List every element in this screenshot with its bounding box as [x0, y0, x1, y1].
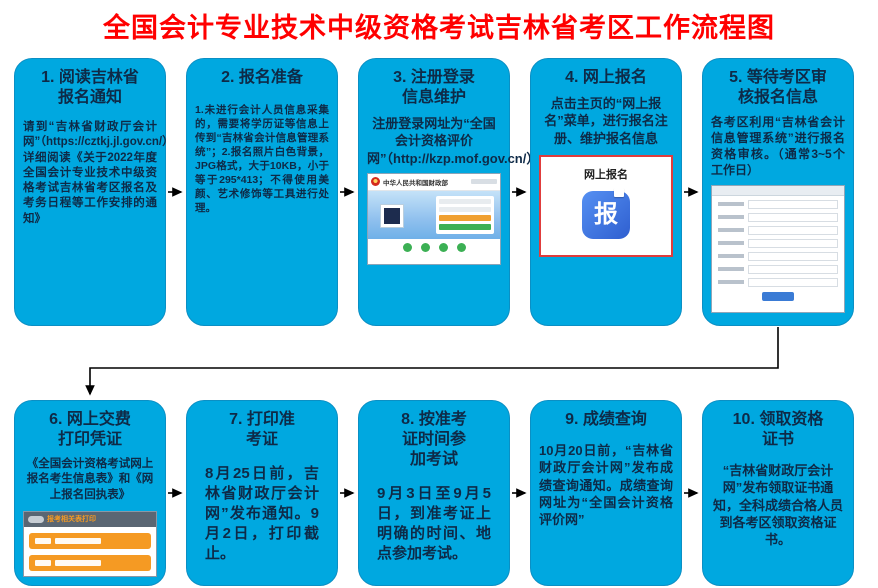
barcode-mark: [35, 559, 51, 566]
step-6-title: 6. 网上交费 打印凭证: [49, 411, 131, 448]
step-6-body: 《全国会计资格考试网上报名考生信息表》和《网上报名回执表》: [26, 458, 154, 501]
step-8-box: 8. 按准考 证时间参 加考试 9月3日至9月5日，到准考证上明确的时间、地点参…: [358, 400, 510, 586]
step-2-body: 1.未进行会计人员信息采集的，需要将学历证等信息上传到“吉林省会计信息管理系统”…: [195, 104, 329, 214]
link-icon: [420, 243, 430, 253]
step-7-box: 7. 打印准 考证 8月25日前，吉林省财政厅会计网”发布通知。9月2日，打印截…: [186, 400, 338, 586]
app-icon-character: 报: [594, 200, 618, 228]
print-forms-screenshot: 报考相关表打印: [23, 510, 157, 577]
baoming-app-icon: 报: [582, 187, 630, 239]
step-8-body: 9月3日至9月5日，到准考证上明确的时间、地点参加考试。: [377, 485, 491, 562]
step-4-box: 4. 网上报名 点击主页的“网上报名”菜单，进行报名注册、维护报名信息 网上报名…: [530, 58, 682, 326]
login-button: [439, 223, 491, 230]
login-panel: [436, 195, 494, 234]
step-5-body: 各考区利用“吉林省会计信息管理系统”进行报名资格审核。（通常3~5个工作日）: [711, 115, 845, 177]
step-10-body: “吉林省财政厅会计网”发布领取证书通知，全科成绩合格人员到各考区领取资格证书。: [712, 463, 843, 548]
page-title: 全国会计专业技术中级资格考试吉林省考区工作流程图: [103, 13, 775, 43]
step-7-title: 7. 打印准 考证: [229, 411, 295, 448]
step-3-box: 3. 注册登录 信息维护 注册登录网址为“全国会计资格评价网”（http://k…: [358, 58, 540, 326]
form-name-mark: [55, 559, 101, 566]
back-button-placeholder: [28, 515, 44, 523]
online-registration-screenshot: 网上报名 报: [539, 154, 673, 257]
national-emblem-icon: [371, 177, 380, 187]
form-row: [718, 238, 838, 248]
step-2-box: 2. 报名准备 1.未进行会计人员信息采集的，需要将学历证等信息上传到“吉林省会…: [186, 58, 338, 326]
step-2-title: 2. 报名准备: [221, 69, 303, 86]
form-submit-button: [762, 291, 794, 301]
login-field: [439, 206, 491, 212]
step-7-body: 8月25日前，吉林省财政厅会计网”发布通知。9月2日，打印截止。: [205, 465, 319, 562]
ministry-name-text: 中华人民共和国财政部: [383, 179, 448, 187]
form-row: [718, 212, 838, 222]
form-row: [718, 251, 838, 261]
icon-ribbon: [614, 187, 624, 197]
captcha-field: [439, 214, 491, 221]
step-5-title: 5. 等待考区审 核报名信息: [729, 69, 827, 106]
barcode-mark: [35, 537, 51, 544]
quick-links-row: [368, 238, 500, 257]
step-1-title: 1. 阅读吉林省 报名通知: [41, 69, 139, 106]
form-row: [718, 264, 838, 274]
step-5-box: 5. 等待考区审 核报名信息 各考区利用“吉林省会计信息管理系统”进行报名资格审…: [702, 58, 854, 326]
step-3-title: 3. 注册登录 信息维护: [393, 69, 475, 106]
print-header-text: 报考相关表打印: [47, 516, 96, 524]
step-10-box: 10. 领取资格 证书 “吉林省财政厅会计网”发布领取证书通知，全科成绩合格人员…: [702, 400, 854, 586]
nav-bar-placeholder: [471, 179, 497, 185]
login-banner: [368, 190, 500, 239]
print-page-header: 报考相关表打印: [24, 511, 156, 527]
login-page-screenshot: 中华人民共和国财政部: [367, 172, 501, 265]
qr-code: [380, 203, 404, 228]
form-row: [718, 277, 838, 287]
form-row: [718, 225, 838, 235]
step-10-title: 10. 领取资格 证书: [732, 411, 824, 448]
print-item-row: [29, 532, 151, 549]
form-row: [718, 199, 838, 209]
step-8-title: 8. 按准考 证时间参 加考试: [401, 411, 467, 468]
link-icon: [402, 243, 412, 253]
login-field: [439, 198, 491, 204]
step-3-body: 注册登录网址为“全国会计资格评价网”（http://kzp.mof.gov.cn…: [367, 116, 540, 166]
step-9-body: 10月20日前，“吉林省财政厅会计网”发布成绩查询通知。成绩查询网址为“全国会计…: [539, 443, 673, 528]
link-icon: [438, 243, 448, 253]
step-4-body: 点击主页的“网上报名”菜单，进行报名注册、维护报名信息: [544, 96, 668, 146]
review-form-screenshot: [711, 184, 845, 313]
link-icon: [456, 243, 466, 253]
step-4-title: 4. 网上报名: [565, 69, 647, 86]
screenshot-header: 中华人民共和国财政部: [368, 173, 500, 191]
step-1-body: 请到“吉林省财政厅会计网”（https://cztkj.jl.gov.cn/）详…: [23, 121, 174, 225]
step-9-title: 9. 成绩查询: [565, 411, 647, 428]
form-name-mark: [55, 537, 101, 544]
form-header-bar: [712, 185, 844, 196]
arrow-5-6: [85, 327, 779, 396]
step-9-box: 9. 成绩查询 10月20日前，“吉林省财政厅会计网”发布成绩查询通知。成绩查询…: [530, 400, 682, 586]
step-6-box: 6. 网上交费 打印凭证 《全国会计资格考试网上报名考生信息表》和《网上报名回执…: [14, 400, 166, 586]
step-1-box: 1. 阅读吉林省 报名通知 请到“吉林省财政厅会计网”（https://cztk…: [14, 58, 174, 326]
screenshot-label: 网上报名: [584, 168, 628, 181]
print-item-row: [29, 554, 151, 571]
